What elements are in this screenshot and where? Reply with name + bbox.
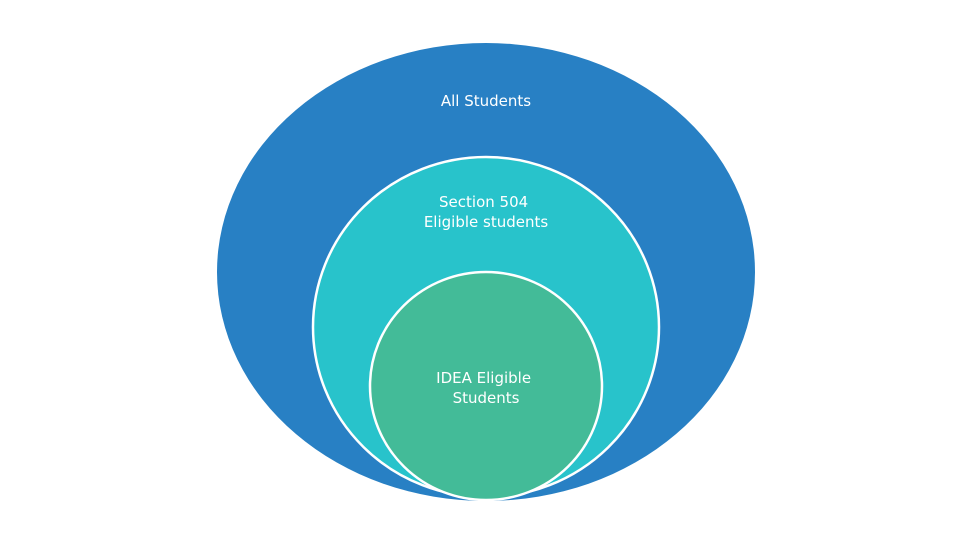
inner-label-line-1: IDEA Eligible	[436, 369, 531, 387]
middle-label: Section 504 Eligible students	[424, 193, 549, 231]
outer-label-line-1: All Students	[441, 92, 531, 110]
inner-circle	[368, 270, 604, 502]
middle-label-line-2: Eligible students	[424, 213, 549, 231]
inner-layer-idea: IDEA Eligible Students	[368, 270, 604, 502]
inner-label: IDEA Eligible Students	[436, 369, 536, 407]
outer-label: All Students	[441, 92, 531, 110]
inner-label-line-2: Students	[453, 389, 520, 407]
middle-label-line-1: Section 504	[439, 193, 528, 211]
